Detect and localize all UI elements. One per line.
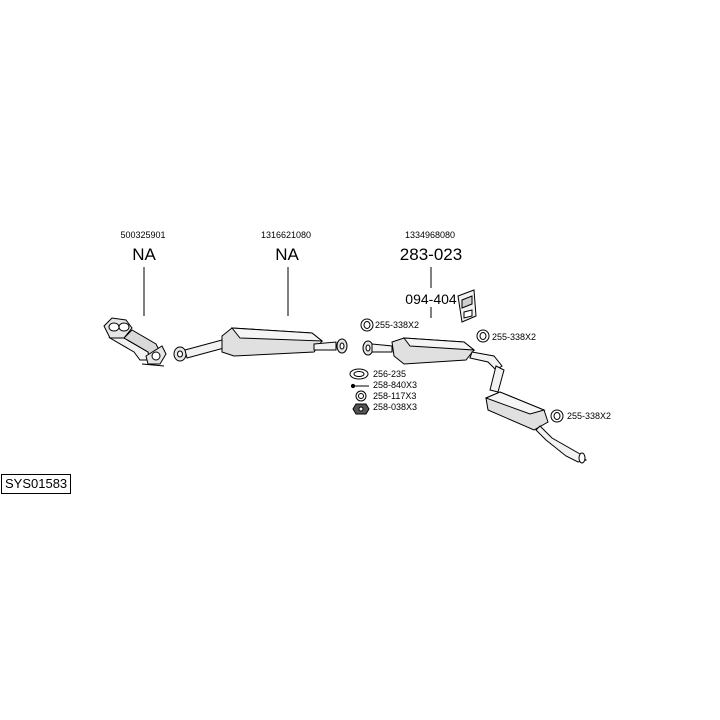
clamp-label: 255-338X2 [567,411,612,421]
nut-icon [352,403,370,415]
oem-number-middle-pipe: 1316621080 [260,230,312,240]
gasket-icon [349,368,369,380]
part-number-mount: 094-404 [405,291,457,307]
clamp-label: 255-338X2 [492,332,537,342]
bolt-icon [350,383,369,389]
clamp-label: 255-338X2 [375,320,420,330]
part-number-rear-assembly: 283-023 [399,245,463,264]
clamp-icon [476,329,490,343]
fitting-label-gasket: 256-235 [373,369,407,379]
part-number-middle-pipe: NA [275,245,299,264]
part-number-front-pipe: NA [132,245,156,264]
rear-assembly-drawing [362,337,587,464]
oem-number-rear-assembly: 1334968080 [404,230,456,240]
system-code-label: SYS01583 [1,474,72,494]
clamp-icon [550,409,564,423]
oem-number-front-pipe: 500325901 [120,230,166,240]
fitting-label-washer: 258-117X3 [373,391,417,401]
middle-pipe-drawing [173,327,348,362]
mount-bracket-drawing [457,289,477,323]
washer-icon [355,390,367,402]
fitting-label-nut: 258-038X3 [373,402,418,412]
clamp-icon [360,318,374,332]
fitting-label-bolt: 258-840X3 [373,380,418,390]
front-pipe-drawing [103,317,167,367]
